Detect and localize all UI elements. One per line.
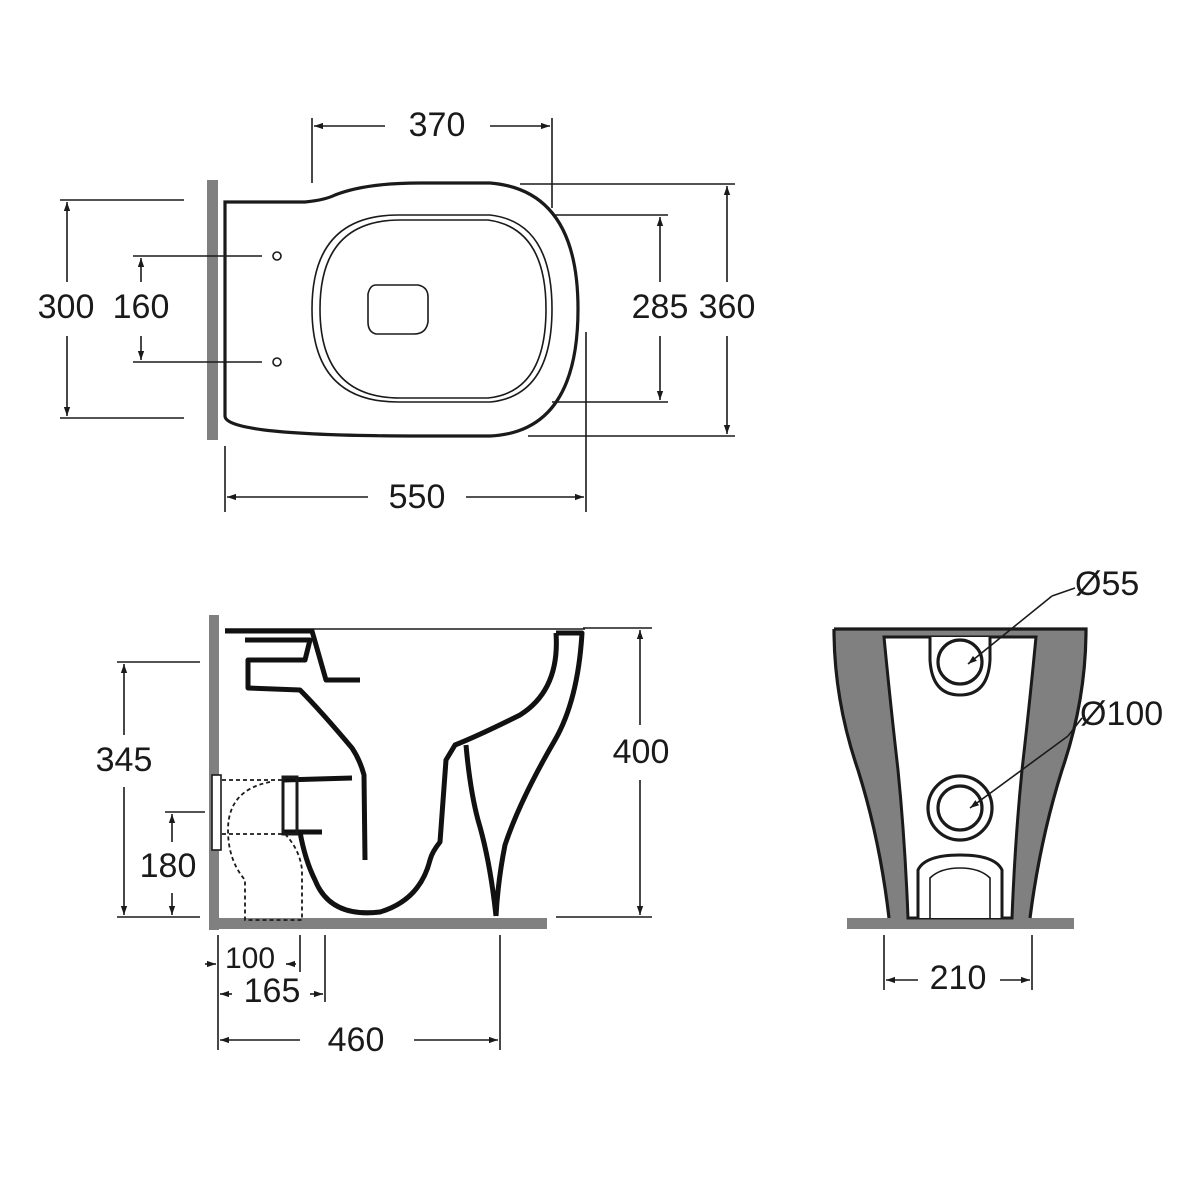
top-view-wall (207, 180, 218, 440)
dim-label-360: 360 (699, 288, 756, 326)
dim-label-460: 460 (328, 1021, 385, 1059)
top-view-seat-opening (319, 219, 547, 399)
top-view: 370 300 160 285 360 550 (38, 106, 756, 516)
side-view-trap-inner (245, 637, 368, 861)
dim-label-100-diameter: Ø100 (1080, 695, 1163, 733)
top-view-bolt-hole (272, 357, 282, 367)
dim-label-210: 210 (930, 959, 987, 997)
dim-label-165: 165 (244, 972, 301, 1010)
side-view-front-skirt (463, 744, 499, 917)
dim-label-285: 285 (632, 288, 689, 326)
side-view-floor (209, 918, 547, 929)
top-view-bolt-hole (272, 251, 282, 261)
dim-label-550: 550 (389, 478, 446, 516)
top-view-bowl-outline (223, 181, 580, 438)
top-view-inner-rim (311, 214, 553, 403)
front-view-floor (847, 918, 1074, 929)
front-view: Ø55 Ø100 210 (832, 565, 1163, 997)
front-view-inlet-55 (936, 638, 984, 686)
dim-label-160: 160 (113, 288, 170, 326)
side-view-trap (297, 632, 559, 916)
leader-100 (1067, 717, 1083, 737)
dim-label-345: 345 (96, 741, 153, 779)
front-view-outlet-100 (936, 784, 984, 832)
dim-label-180: 180 (140, 847, 197, 885)
side-view-wall (209, 615, 219, 930)
dim-label-100: 100 (225, 942, 275, 975)
dim-label-300: 300 (38, 288, 95, 326)
dim-label-55: Ø55 (1075, 565, 1139, 603)
dim-label-370: 370 (409, 106, 466, 144)
top-view-trap-opening (367, 284, 429, 335)
side-view: 345 180 400 100 165 460 (96, 615, 670, 1059)
dim-label-400: 400 (613, 733, 670, 771)
side-view-wall-connector (211, 774, 222, 851)
side-view-shell (225, 628, 585, 917)
side-view-outlet-pipe (222, 779, 303, 921)
leader-55 (1051, 587, 1076, 597)
front-view-base-opening (916, 853, 1004, 918)
